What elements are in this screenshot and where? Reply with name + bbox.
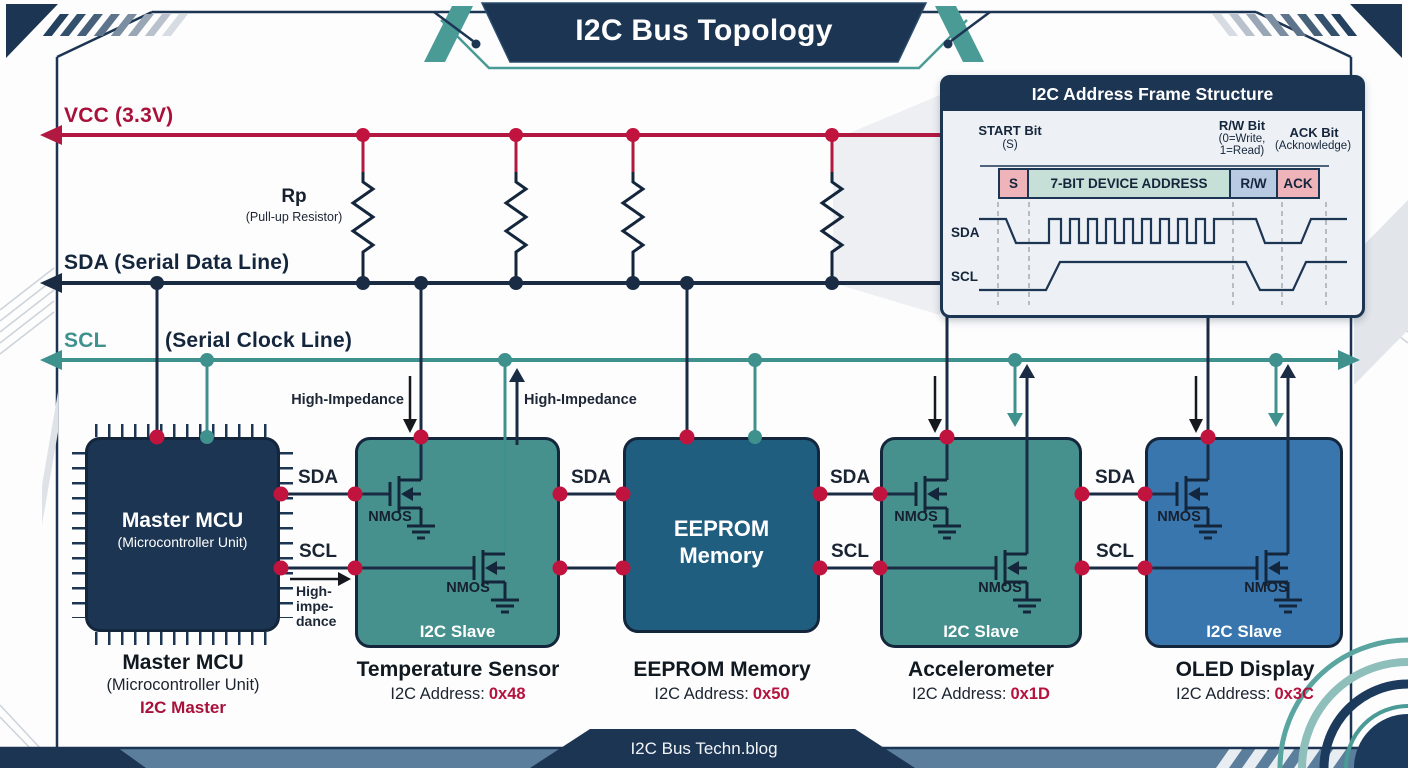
- mcu-pins-left: [72, 452, 85, 618]
- accel-address-label: I2C Address:: [912, 685, 1007, 703]
- nmos-label-oled-1: NMOS: [1157, 509, 1201, 525]
- eeprom-block-title: EEPROM Memory: [673, 516, 770, 568]
- eeprom-caption-name: EEPROM Memory: [633, 658, 811, 681]
- eeprom-memory-block: [623, 437, 820, 633]
- nmos-label-accel-1: NMOS: [894, 509, 938, 525]
- wire-label-sda-1: SDA: [297, 467, 339, 488]
- wire-label-scl-1: SCL: [299, 541, 337, 562]
- nmos-label-accel-2: NMOS: [978, 580, 1022, 596]
- footer-text: I2C Bus Techn.blog: [630, 739, 778, 758]
- oled-caption: OLED Display I2C Address:0x3C: [1117, 658, 1373, 705]
- mcu-caption-name: Master MCU: [122, 651, 244, 674]
- scl-bus-label: SCL: [64, 329, 107, 352]
- inset-waveform-svg: [979, 165, 1347, 305]
- page-title: I2C Bus Topology: [575, 14, 833, 47]
- wire-label-sda-4: SDA: [1094, 467, 1136, 488]
- temp-address-label: I2C Address:: [390, 685, 485, 703]
- mcu-caption: Master MCU (Microcontroller Unit) I2C Ma…: [58, 651, 308, 719]
- wire-label-scl-3: SCL: [831, 541, 869, 562]
- master-mcu-block: [85, 437, 280, 632]
- mcu-pins-top: [95, 424, 267, 437]
- accel-caption-address: I2C Address:0x1D: [853, 683, 1109, 705]
- oled-caption-name: OLED Display: [1175, 658, 1315, 681]
- mcu-block-subtitle: (Microcontroller Unit): [117, 534, 248, 550]
- mcu-pins-bottom: [95, 632, 267, 645]
- wire-label-scl-4: SCL: [1096, 541, 1134, 562]
- left-edge-hairlines: [0, 267, 55, 749]
- sda-bus-label: SDA (Serial Data Line): [64, 251, 290, 274]
- inset-sda-label: SDA: [951, 225, 980, 240]
- eeprom-address-value: 0x50: [752, 685, 790, 703]
- vcc-bus-label: VCC (3.3V): [64, 104, 174, 127]
- high-impedance-line2: impe-: [296, 598, 334, 614]
- rw-bit-sublabel2: 1=Read): [1219, 145, 1265, 157]
- eeprom-address-label: I2C Address:: [654, 685, 749, 703]
- top-left-hatch-stripes: [42, 14, 188, 36]
- temp-caption-name: Temperature Sensor: [356, 658, 560, 681]
- mcu-block-text: Master MCU (Microcontroller Unit): [85, 508, 280, 551]
- high-impedance-label-temp-sda: High-Impedance: [291, 392, 404, 408]
- rw-bit-label: R/W Bit: [1218, 118, 1266, 133]
- header-banner-shapes: [424, 2, 991, 70]
- temp-caption-address: I2C Address:0x48: [330, 683, 586, 705]
- mcu-block-title: Master MCU: [121, 509, 244, 532]
- frame-box-ack: ACK: [1276, 168, 1320, 199]
- mcu-caption-subtitle: (Microcontroller Unit): [106, 676, 260, 694]
- left-edge-gray-band: [42, 392, 58, 525]
- oled-caption-address: I2C Address:0x3C: [1117, 683, 1373, 705]
- oled-display-block: [1145, 437, 1343, 648]
- bottom-band-left-navy: [0, 748, 146, 768]
- scl-bus-sublabel: (Serial Clock Line): [165, 329, 353, 352]
- temp-slave-tag: I2C Slave: [419, 622, 496, 641]
- nmos-label-temp-1: NMOS: [368, 509, 412, 525]
- nmos-label-oled-2: NMOS: [1244, 580, 1288, 596]
- ack-bit-sublabel: (Acknowledge): [1274, 140, 1352, 152]
- start-bit-sublabel: (S): [1002, 139, 1018, 151]
- inset-title: I2C Address Frame Structure: [943, 78, 1362, 111]
- address-frame-inset-panel: I2C Address Frame Structure START Bit (S…: [940, 75, 1365, 318]
- accel-caption-name: Accelerometer: [908, 658, 1054, 681]
- accel-address-value: 0x1D: [1010, 685, 1050, 703]
- waveform-gridlines: [997, 202, 1327, 305]
- temperature-sensor-block: [355, 437, 560, 648]
- frame-bit-boxes: S 7-BIT DEVICE ADDRESS R/W ACK: [998, 168, 1320, 199]
- inset-scl-label: SCL: [951, 269, 978, 284]
- pullup-resistor-sublabel: (Pull-up Resistor): [245, 210, 343, 224]
- frame-box-rw: R/W: [1229, 168, 1278, 199]
- high-impedance-line3: dance: [296, 613, 337, 629]
- oled-address-value: 0x3C: [1274, 685, 1314, 703]
- right-edge-gray-band: [1354, 200, 1408, 385]
- frame-box-address: 7-BIT DEVICE ADDRESS: [1027, 168, 1231, 199]
- mcu-caption-role: I2C Master: [140, 698, 226, 717]
- top-left-corner-triangle: [6, 4, 58, 58]
- accelerometer-block: [880, 437, 1082, 648]
- scl-waveform: [979, 260, 1347, 292]
- bottom-right-corner-arcs: [1277, 637, 1408, 768]
- top-right-corner-triangle: [1350, 4, 1402, 58]
- accel-caption: Accelerometer I2C Address:0x1D: [853, 658, 1109, 705]
- sda-waveform: [979, 217, 1347, 245]
- high-impedance-label-temp-scl: High-Impedance: [524, 392, 637, 408]
- accel-slave-tag: I2C Slave: [943, 622, 1019, 641]
- temp-caption: Temperature Sensor I2C Address:0x48: [330, 658, 586, 705]
- footer-banner-shape: [530, 729, 915, 768]
- ack-bit-label: ACK Bit: [1289, 125, 1339, 140]
- wire-label-sda-2: SDA: [570, 467, 612, 488]
- eeprom-caption: EEPROM Memory I2C Address:0x50: [595, 658, 849, 705]
- oled-address-label: I2C Address:: [1176, 685, 1271, 703]
- high-impedance-label-master: High- impe- dance: [296, 584, 336, 629]
- pullup-resistor-label: Rp: [281, 186, 307, 207]
- high-impedance-line1: High-: [296, 583, 332, 599]
- inset-callout-wedge: [833, 95, 940, 315]
- top-right-hatch-stripes: [1212, 14, 1358, 36]
- eeprom-caption-address: I2C Address:0x50: [595, 683, 849, 705]
- oled-slave-tag: I2C Slave: [1206, 622, 1282, 641]
- wire-label-sda-3: SDA: [829, 467, 871, 488]
- rw-bit-sublabel1: (0=Write,: [1218, 133, 1266, 145]
- nmos-label-temp-2: NMOS: [446, 580, 490, 596]
- temp-address-value: 0x48: [488, 685, 526, 703]
